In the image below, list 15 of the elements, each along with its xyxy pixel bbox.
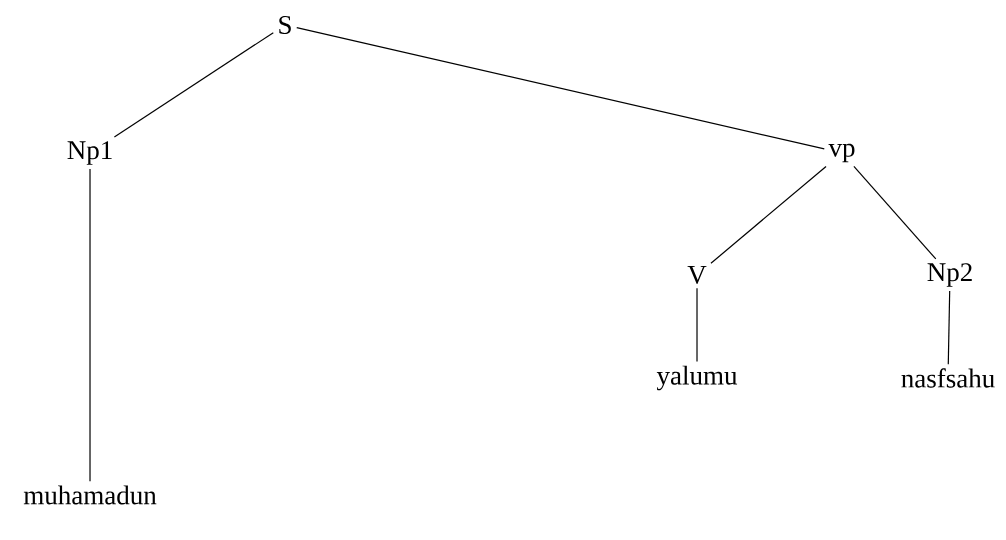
branch-line — [947, 290, 951, 365]
tree-label: Np1 — [67, 141, 112, 165]
tree-label: yalumu — [656, 365, 738, 391]
branch-line — [296, 27, 825, 150]
tree-label: muhamadun — [23, 485, 157, 505]
branch-line — [89, 168, 91, 482]
tree-label: nasfsahu — [901, 368, 995, 388]
tree-label: V — [687, 265, 707, 285]
branch-line — [710, 165, 827, 264]
branch-line — [853, 165, 937, 260]
tree-label: vp — [828, 143, 855, 163]
branch-line — [113, 32, 274, 138]
tree-label: S — [279, 15, 291, 35]
tree-label: Np2 — [927, 263, 972, 287]
branch-line — [696, 287, 698, 363]
